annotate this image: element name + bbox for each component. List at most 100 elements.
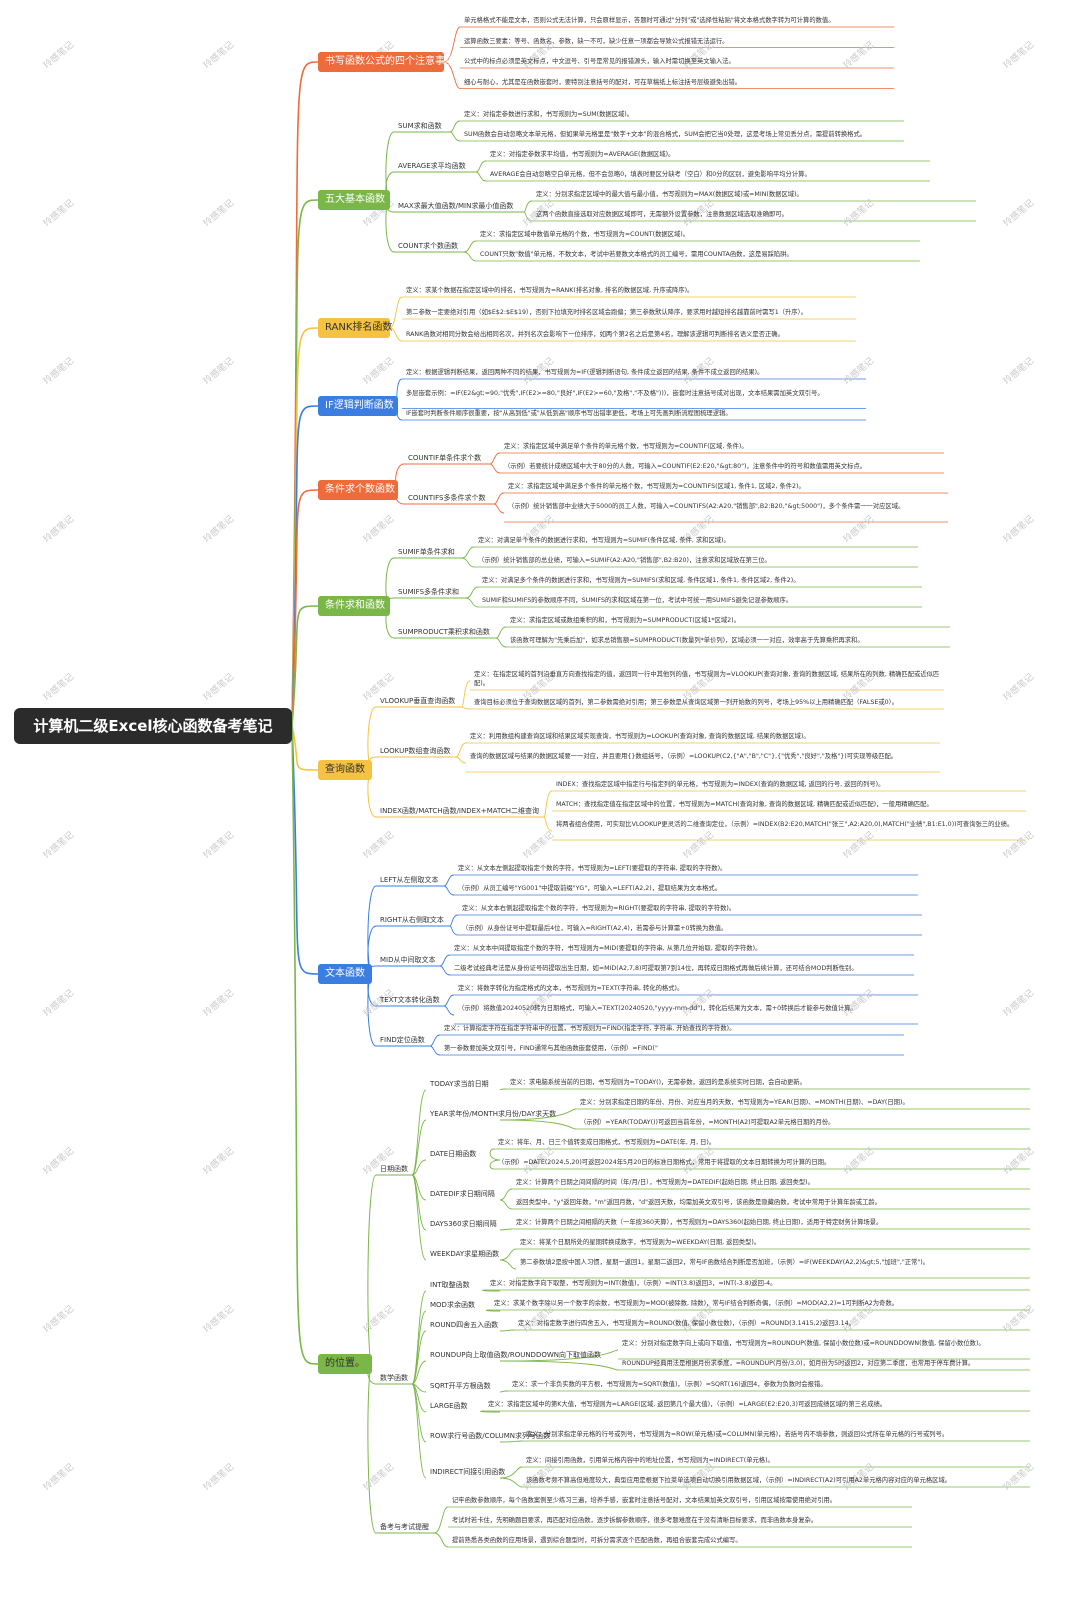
leaf-note: 定义：从文本左侧起提取指定个数的字符，书写规则为=LEFT(要提取的字符串, 提… — [458, 865, 727, 872]
leaf-note: 该函数可理解为"先乘后加"，如求总销售额=SUMPRODUCT(数量列*单价列)… — [510, 637, 864, 644]
subtopic-leaf-group[interactable]: YEAR求年份/MONTH求月份/DAY求天数 — [430, 1110, 557, 1118]
subtopic-node[interactable]: 日期函数 — [380, 1165, 408, 1173]
subtopic-node[interactable]: 备考与考试提醒 — [380, 1523, 429, 1531]
leaf-note: 定义：对指定参数进行求和，书写规则为=SUM(数据区域)。 — [464, 111, 634, 118]
leaf-note: 定义：利用数组构建查询区域和结果区域实现查询，书写规则为=LOOKUP(查询对象… — [470, 733, 810, 740]
subtopic-leaf-group[interactable]: ROW求行号函数/COLUMN求列号函数 — [430, 1432, 551, 1440]
leaf-note: 将两者组合使用，可实现比VLOOKUP更灵活的二维查询定位，（示例）=INDEX… — [556, 821, 1014, 828]
subtopic-node[interactable]: FIND定位函数 — [380, 1036, 425, 1044]
topic-node[interactable]: IF逻辑判断函数 — [318, 396, 398, 416]
leaf-note: 定义：计算两个日期之间间隔的时间（年/月/日），书写规则为=DATEDIF(起始… — [516, 1179, 814, 1186]
subtopic-leaf-group[interactable]: DATE日期函数 — [430, 1150, 477, 1158]
subtopic-node[interactable]: LEFT从左侧取文本 — [380, 876, 439, 884]
leaf-note: （示例）=DATE(2024,5,20)可返回2024年5月20日的标准日期格式… — [498, 1159, 831, 1166]
leaf-note: 定义：求指定区域中满足多个条件的单元格个数，书写规则为=COUNTIFS(区域1… — [508, 483, 805, 490]
subtopic-node[interactable]: SUMIF单条件求和 — [398, 548, 455, 556]
watermark-text: 玲感笔记 — [41, 514, 76, 546]
subtopic-leaf-group[interactable]: SQRT开平方根函数 — [430, 1382, 491, 1390]
watermark-text: 玲感笔记 — [41, 40, 76, 72]
leaf-note: （示例）统计销售部中业绩大于5000的员工人数，可输入=COUNTIFS(A2:… — [508, 503, 905, 510]
leaf-note: 定义：根据逻辑判断结果，返回两种不同的结果，书写规则为=IF(逻辑判断语句, 条… — [406, 369, 764, 376]
watermark-text: 玲感笔记 — [41, 988, 76, 1020]
subtopic-node[interactable]: COUNTIFS多条件求个数 — [408, 494, 486, 502]
topic-node[interactable]: RANK排名函数 — [318, 318, 392, 338]
leaf-note: 定义：求指定区域中的第K大值，书写规则为=LARGE(区域, 返回第几个最大值)… — [488, 1401, 887, 1408]
leaf-note: 第二参数一定要绝对引用（如$E$2:$E$19），否则下拉填充时排名区域会跑偏；… — [406, 309, 808, 316]
subtopic-leaf-group[interactable]: DATEDIF求日期间隔 — [430, 1190, 495, 1198]
subtopic-leaf-group[interactable]: ROUNDUP向上取值函数/ROUNDDOWN向下取值函数 — [430, 1351, 602, 1359]
watermark-text: 玲感笔记 — [361, 830, 396, 862]
leaf-note: 考试时若卡住，先明确题目要求，再匹配对应函数，逐步拆解参数顺序，很多考题难度在于… — [452, 1517, 818, 1524]
watermark-text: 玲感笔记 — [1001, 830, 1036, 862]
subtopic-leaf-group[interactable]: INT取整函数 — [430, 1281, 470, 1289]
topic-node[interactable]: 条件求个数函数 — [318, 480, 398, 500]
watermark-text: 玲感笔记 — [201, 1146, 236, 1178]
subtopic-node[interactable]: TEXT文本转化函数 — [380, 996, 440, 1004]
topic-node[interactable]: 文本函数 — [318, 964, 372, 984]
subtopic-leaf-group[interactable]: TODAY求当前日期 — [430, 1080, 489, 1088]
subtopic-node[interactable]: COUNTIF单条件求个数 — [408, 454, 482, 462]
topic-node[interactable]: 条件求和函数 — [318, 596, 390, 616]
subtopic-node[interactable]: 数学函数 — [380, 1374, 408, 1382]
leaf-note: COUNT只数"数值"单元格，不数文本，考试中若要数文本格式的员工编号，需用CO… — [480, 251, 793, 258]
leaf-note: 这两个函数直接选取对应数据区域即可，无需额外设置参数，注意数据区域选取准确即可。 — [536, 211, 788, 218]
subtopic-node[interactable]: RIGHT从右侧取文本 — [380, 916, 444, 924]
leaf-note: 该函数考频不算高但难度较大，典型应用是根据下拉菜单选项自动切换引用数据区域，（示… — [526, 1477, 952, 1484]
subtopic-node[interactable]: SUM求和函数 — [398, 122, 442, 130]
leaf-note: 定义：间接引用函数，引用单元格内容中的地址位置，书写规则为=INDIRECT(单… — [526, 1457, 774, 1464]
subtopic-node[interactable]: COUNT求个数函数 — [398, 242, 459, 250]
topic-node[interactable]: 查询函数 — [318, 760, 372, 780]
leaf-note: （示例）统计销售部的总业绩，可输入=SUMIF(A2:A20,"销售部",B2:… — [478, 557, 771, 564]
topic-node[interactable]: 五大基本函数 — [318, 190, 390, 210]
leaf-note: 第一参数要加英文双引号，FIND通常与其他函数嵌套使用，（示例）=FIND(" — [444, 1045, 658, 1052]
leaf-note: 定义：求指定区域中满足单个条件的单元格个数，书写规则为=COUNTIF(区域, … — [504, 443, 748, 450]
watermark-text: 玲感笔记 — [201, 1462, 236, 1494]
subtopic-node[interactable]: SUMPRODUCT乘积求和函数 — [398, 628, 490, 636]
leaf-note: 查询目标必须位于查询数据区域的首列，第二参数需绝对引用；第三参数是从查询区域第一… — [474, 699, 899, 706]
watermark-text: 玲感笔记 — [521, 830, 556, 862]
watermark-text: 玲感笔记 — [361, 1304, 396, 1336]
subtopic-node[interactable]: MAX求最大值函数/MIN求最小值函数 — [398, 202, 514, 210]
leaf-note: 定义：在指定区域的首列沿垂直方向查找指定的值，返回同一行中其他列的值，书写规则为… — [474, 671, 940, 687]
leaf-note: （示例）从身份证号中提取最后4位，可输入=RIGHT(A2,4)，若需参与计算需… — [462, 925, 728, 932]
topic-node[interactable]: 书写函数公式的四个注意事项 — [318, 52, 455, 72]
leaf-note: 运算函数三要素：等号、函数名、参数，缺一不可，缺少任意一项都会导致公式报错无法运… — [464, 37, 729, 45]
subtopic-leaf-group[interactable]: DAYS360求日期间隔 — [430, 1220, 497, 1228]
leaf-note: 定义：求指定区域中数值单元格的个数，书写规则为=COUNT(数据区域)。 — [480, 231, 690, 238]
subtopic-leaf-group[interactable]: INDIRECT间接引用函数 — [430, 1468, 506, 1476]
subtopic-node[interactable]: VLOOKUP垂直查询函数 — [380, 697, 456, 705]
leaf-note: （示例）从员工编号"YG001"中提取前缀"YG"，可输入=LEFT(A2,2)… — [458, 885, 722, 892]
leaf-note: （示例）=YEAR(TODAY())可返回当前年份，=MONTH(A2)可提取A… — [580, 1119, 835, 1126]
leaf-note: RANK函数对相同分数会给出相同名次，并列名次会影响下一位排序，如两个第2名之后… — [406, 331, 784, 338]
subtopic-node[interactable]: SUMIFS多条件求和 — [398, 588, 460, 596]
watermark-text: 玲感笔记 — [41, 1146, 76, 1178]
subtopic-leaf-group[interactable]: LARGE函数 — [430, 1402, 468, 1410]
subtopic-leaf-group[interactable]: ROUND四舍五入函数 — [430, 1321, 499, 1329]
watermark-text: 玲感笔记 — [41, 198, 76, 230]
watermark-text: 玲感笔记 — [201, 1304, 236, 1336]
watermark-text: 玲感笔记 — [41, 1462, 76, 1494]
watermark-text: 玲感笔记 — [1001, 988, 1036, 1020]
leaf-note: （示例）将数值20240520转为日期格式，可输入=TEXT(20240520,… — [458, 1005, 857, 1012]
leaf-note: 定义：将某个日期所处的星期转换成数字，书写规则为=WEEKDAY(日期, 返回类… — [520, 1239, 761, 1246]
leaf-note: 二级考试经典考法是从身份证号码提取出生日期，如=MID(A2,7,8)可提取第7… — [454, 965, 858, 972]
leaf-note: IF嵌套时判断条件顺序很重要，按"从高到低"或"从低到高"顺序书写出错率更低，考… — [406, 410, 732, 417]
leaf-note: （示例）若要统计成绩区域中大于80分的人数，可输入=COUNTIF(E2:E20… — [504, 463, 867, 470]
leaf-note: 提前熟悉各类函数的应用场景，遇到综合题型时，可拆分需求逐个匹配函数，再组合嵌套完… — [452, 1537, 742, 1544]
topic-node[interactable]: 的位置。 — [318, 1354, 372, 1374]
leaf-note: ROUNDUP经典用法是根据月份求季度，=ROUNDUP(月份/3,0)，如月份… — [622, 1360, 975, 1367]
subtopic-node[interactable]: AVERAGE求平均函数 — [398, 162, 466, 170]
watermark-text: 玲感笔记 — [41, 356, 76, 388]
subtopic-node[interactable]: MID从中间取文本 — [380, 956, 436, 964]
subtopic-leaf-group[interactable]: WEEKDAY求星期函数 — [430, 1250, 500, 1258]
subtopic-leaf-group[interactable]: MOD求余函数 — [430, 1301, 475, 1309]
leaf-note: 查询的数据区域与结果的数据区域要一一对应，并且要用{}数组括号，（示例）=LOO… — [470, 753, 898, 760]
watermark-text: 玲感笔记 — [201, 830, 236, 862]
root-topic[interactable]: 计算机二级Excel核心函数备考笔记 — [14, 708, 292, 744]
watermark-text: 玲感笔记 — [201, 988, 236, 1020]
watermark-text: 玲感笔记 — [201, 672, 236, 704]
subtopic-node[interactable]: INDEX函数/MATCH函数/INDEX+MATCH二维查询 — [380, 807, 540, 815]
leaf-note: 定义：求指定区域或数组乘积的和，书写规则为=SUMPRODUCT(区域1*区域2… — [510, 617, 740, 624]
watermark-text: 玲感笔记 — [41, 1304, 76, 1336]
subtopic-node[interactable]: LOOKUP数组查询函数 — [380, 747, 451, 755]
